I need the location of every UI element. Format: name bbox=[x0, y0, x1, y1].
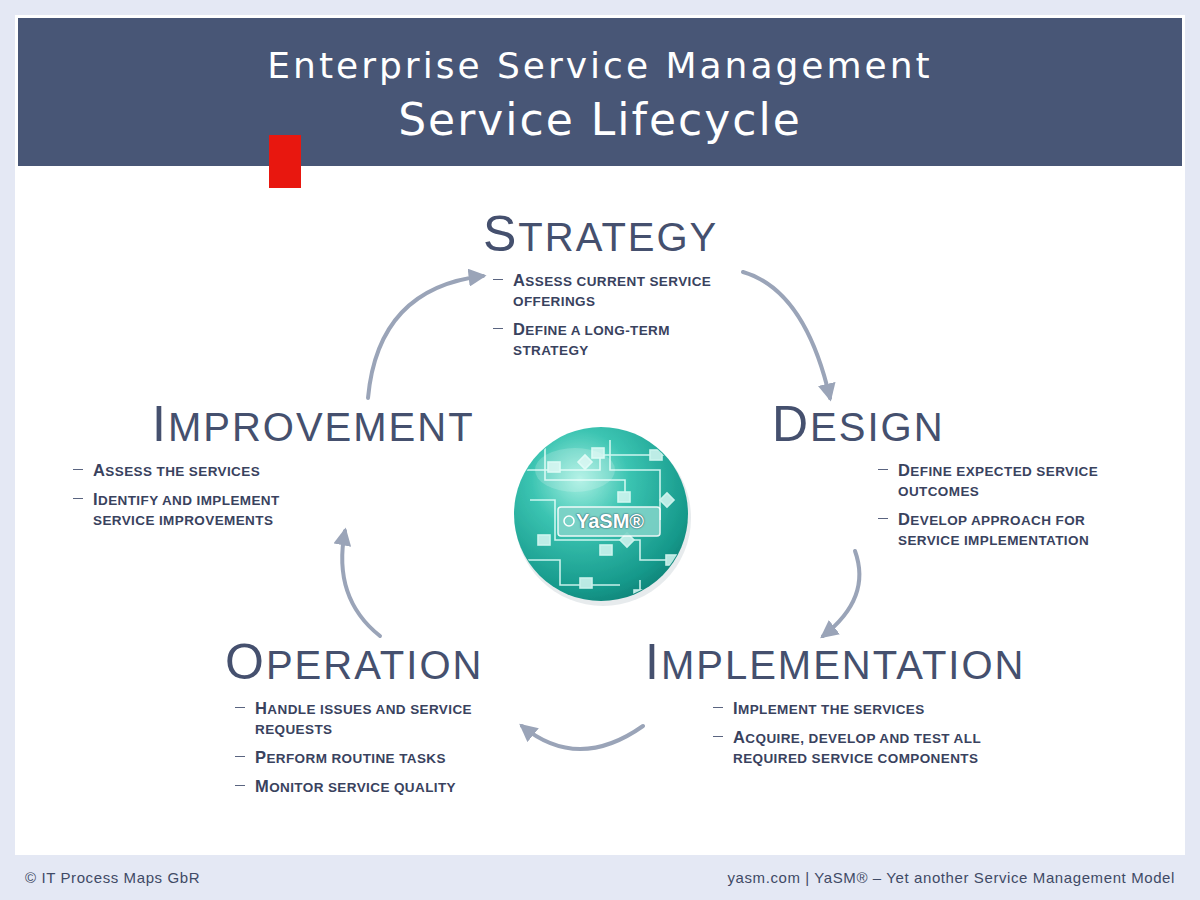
bullet-item: IDENTIFY AND IMPLEMENT SERVICE IMPROVEME… bbox=[73, 489, 500, 531]
diagram-title: Enterprise Service Management bbox=[15, 44, 1185, 88]
subtitle: Service Lifecycle bbox=[15, 94, 1185, 146]
bullet-text: ASSESS CURRENT SERVICE OFFERINGS bbox=[513, 270, 713, 312]
phase-node: DESIGN DEFINE EXPECTED SERVICE OUTCOMES DE… bbox=[770, 398, 1170, 551]
phase-heading: IMPROVEMENT bbox=[152, 398, 500, 453]
bullet-dash bbox=[235, 756, 245, 757]
phase-heading: DESIGN bbox=[772, 398, 1170, 453]
copyright-note: © IT Process Maps GbR bbox=[25, 868, 425, 888]
cycle-arrow bbox=[342, 531, 380, 636]
bullet-item: PERFORM ROUTINE TASKS bbox=[235, 747, 522, 769]
bullet-item: ACQUIRE, DEVELOP AND TEST ALL REQUIRED S… bbox=[713, 727, 1063, 769]
footer-note: yasm.com | YaSM® – Yet another Service M… bbox=[560, 868, 1175, 888]
bullet-text: DEVELOP APPROACH FOR SERVICE IMPLEMENTAT… bbox=[898, 509, 1143, 551]
bullet-item: ASSESS THE SERVICES bbox=[73, 460, 500, 482]
bullet-dash bbox=[878, 518, 888, 519]
bullet-item: DEFINE EXPECTED SERVICE OUTCOMES bbox=[878, 460, 1170, 502]
bullet-item: DEVELOP APPROACH FOR SERVICE IMPLEMENTAT… bbox=[878, 509, 1170, 551]
cycle-arrow bbox=[823, 551, 859, 636]
bullet-item: IMPLEMENT THE SERVICES bbox=[713, 698, 1063, 720]
cycle-arrow bbox=[743, 272, 830, 398]
bullet-item: MONITOR SERVICE QUALITY bbox=[235, 776, 522, 798]
bullet-text: MONITOR SERVICE QUALITY bbox=[255, 776, 517, 798]
bullet-dash bbox=[235, 785, 245, 786]
bullet-item: ASSESS CURRENT SERVICE OFFERINGS bbox=[493, 270, 743, 312]
phase-node: IMPROVEMENT ASSESS THE SERVICES IDENTIFY A… bbox=[70, 398, 500, 531]
bullet-item: HANDLE ISSUES AND SERVICE REQUESTS bbox=[235, 698, 522, 740]
phase-node: STRATEGY ASSESS CURRENT SERVICE OFFERINGS… bbox=[483, 208, 743, 361]
bullet-dash bbox=[493, 279, 503, 280]
bullet-text: HANDLE ISSUES AND SERVICE REQUESTS bbox=[255, 698, 517, 740]
cycle-arrow bbox=[368, 276, 483, 398]
bullet-dash bbox=[73, 498, 83, 499]
bullet-dash bbox=[235, 707, 245, 708]
bullet-text: IDENTIFY AND IMPLEMENT SERVICE IMPROVEME… bbox=[93, 489, 328, 531]
phase-heading: STRATEGY bbox=[483, 208, 743, 263]
phase-heading: IMPLEMENTATION bbox=[645, 636, 1063, 691]
content-panel bbox=[15, 15, 1185, 855]
bullet-item: DEFINE A LONG-TERM STRATEGY bbox=[493, 319, 743, 361]
header-frame bbox=[15, 15, 1185, 169]
phase-heading: OPERATION bbox=[225, 636, 522, 691]
phase-node: OPERATION HANDLE ISSUES AND SERVICE REQUE… bbox=[222, 636, 522, 798]
yasm-globe bbox=[514, 427, 691, 606]
bullet-dash bbox=[73, 469, 83, 470]
bullet-text: IMPLEMENT THE SERVICES bbox=[733, 698, 1033, 720]
logo-text: YaSM® bbox=[560, 507, 660, 535]
bullet-text: ASSESS THE SERVICES bbox=[93, 460, 328, 482]
bullet-text: ACQUIRE, DEVELOP AND TEST ALL REQUIRED S… bbox=[733, 727, 1033, 769]
bullet-dash bbox=[493, 328, 503, 329]
red-marker bbox=[269, 135, 301, 188]
bullet-text: DEFINE EXPECTED SERVICE OUTCOMES bbox=[898, 460, 1143, 502]
bullet-text: PERFORM ROUTINE TASKS bbox=[255, 747, 517, 769]
bullet-text: DEFINE A LONG-TERM STRATEGY bbox=[513, 319, 713, 361]
bullet-dash bbox=[878, 469, 888, 470]
bullet-dash bbox=[713, 707, 723, 708]
bullet-dash bbox=[713, 736, 723, 737]
phase-node: IMPLEMENTATION IMPLEMENT THE SERVICES ACQU… bbox=[643, 636, 1063, 769]
cycle-arrow bbox=[522, 726, 643, 749]
